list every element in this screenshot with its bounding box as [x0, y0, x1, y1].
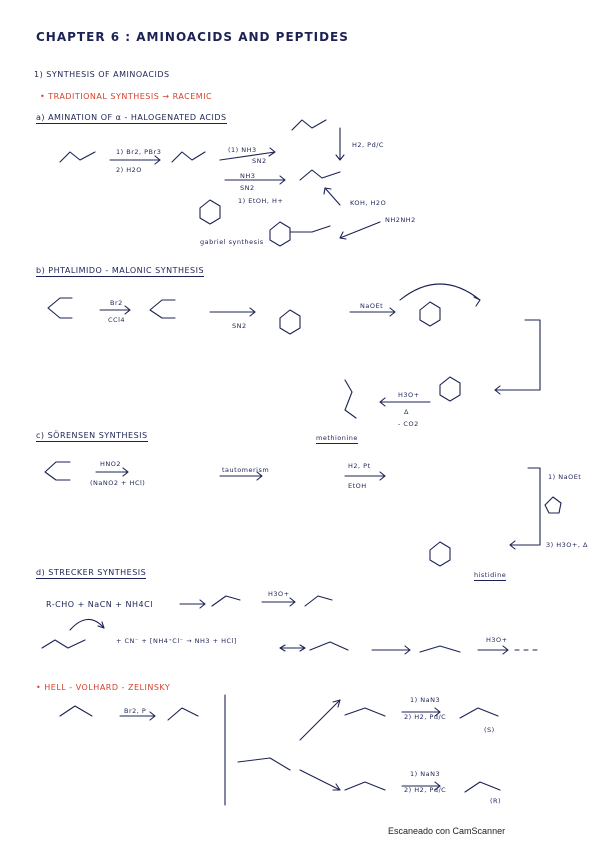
traditional-synthesis-heading: • TRADITIONAL SYNTHESIS → RACEMIC: [40, 92, 213, 101]
reagent-b-ccl4: CCl4: [108, 316, 126, 324]
reagent-d-h3o: H3O+: [268, 590, 290, 598]
section-b-drawings: [47, 283, 541, 419]
strecker-reactants: R-CHO + NaCN + NH4Cl: [46, 600, 153, 609]
reagent-a-koh: KOH, H2O: [350, 199, 387, 207]
reagent-c-naoet: 1) NaOEt: [548, 473, 582, 481]
section-b-heading: b) PHTALIMIDO - MALONIC SYNTHESIS: [36, 266, 205, 277]
methionine-label: methionine: [316, 434, 358, 444]
reagent-c-nano2: (NaNO2 + HCl): [90, 479, 146, 487]
section-a-drawings: [59, 119, 381, 247]
reagent-c-hno2: HNO2: [100, 460, 122, 468]
reagent-b-sn2: SN2: [232, 322, 247, 330]
reagent-a-nh3b: NH3: [240, 172, 256, 180]
reagent-a-step1b: 2) H2O: [116, 166, 142, 174]
reagent-a-h2: H2, Pd/C: [352, 141, 384, 149]
reagent-a-step1: 1) Br2, PBr3: [116, 148, 162, 156]
reagent-b-br2: Br2: [110, 299, 123, 307]
reagent-c-etoh: EtOH: [348, 482, 367, 490]
reagent-a-etoh: 1) EtOH, H+: [238, 197, 284, 205]
page-title: CHAPTER 6 : AMINOACIDS AND PEPTIDES: [36, 30, 349, 44]
section-synthesis-heading: 1) SYNTHESIS OF AMINOACIDS: [34, 70, 170, 79]
reagent-a-sn2: SN2: [252, 157, 267, 165]
reagent-c-h2pt: H2, Pt: [348, 462, 371, 470]
reagent-hvz-nh3: 1) NaN3: [410, 696, 441, 704]
gabriel-synthesis-label: gabriel synthesis: [200, 238, 264, 246]
reagent-b-h3o: H3O+: [398, 391, 420, 399]
reagent-b-co2: - CO2: [398, 420, 419, 428]
reagent-hvz-nh3-b: 1) NaN3: [410, 770, 441, 778]
reagent-b-delta: Δ: [404, 408, 409, 416]
section-a-heading: a) AMINATION OF α - HALOGENATED ACIDS: [36, 113, 227, 124]
reagent-hvz-p: Br2, P: [124, 707, 147, 715]
strecker-sequence: + CN⁻ + [NH4⁺Cl⁻ → NH3 + HCl]: [116, 637, 237, 645]
hvz-s-label: (S): [484, 726, 495, 734]
reagent-a-sn2b: SN2: [240, 184, 255, 192]
reagent-hvz-h2: 2) H2, Pd/C: [404, 713, 447, 721]
reagent-a-nh3: (1) NH3: [228, 146, 257, 154]
tautomerism-label: tautomerism: [222, 466, 270, 474]
section-d-drawings: [41, 595, 538, 655]
reagent-b-naoet: NaOEt: [360, 302, 384, 310]
histidine-label: histidine: [474, 571, 507, 581]
reagent-hvz-h2-b: 2) H2, Pd/C: [404, 786, 447, 794]
reagent-a-n2h4: NH2NH2: [385, 216, 416, 224]
hvz-r-label: (R): [490, 797, 502, 805]
scanner-watermark: Escaneado con CamScanner: [388, 826, 506, 836]
hvz-heading: • HELL - VOLHARD - ZELINSKY: [36, 683, 171, 692]
section-c-heading: c) SÖRENSEN SYNTHESIS: [36, 431, 148, 442]
section-c-drawings: [44, 461, 562, 567]
section-d-heading: d) STRECKER SYNTHESIS: [36, 568, 147, 579]
hvz-drawings: [59, 694, 501, 806]
reagent-c-h3o: 3) H3O+, Δ: [546, 541, 588, 549]
reagent-d-h3o-b: H3O+: [486, 636, 508, 644]
